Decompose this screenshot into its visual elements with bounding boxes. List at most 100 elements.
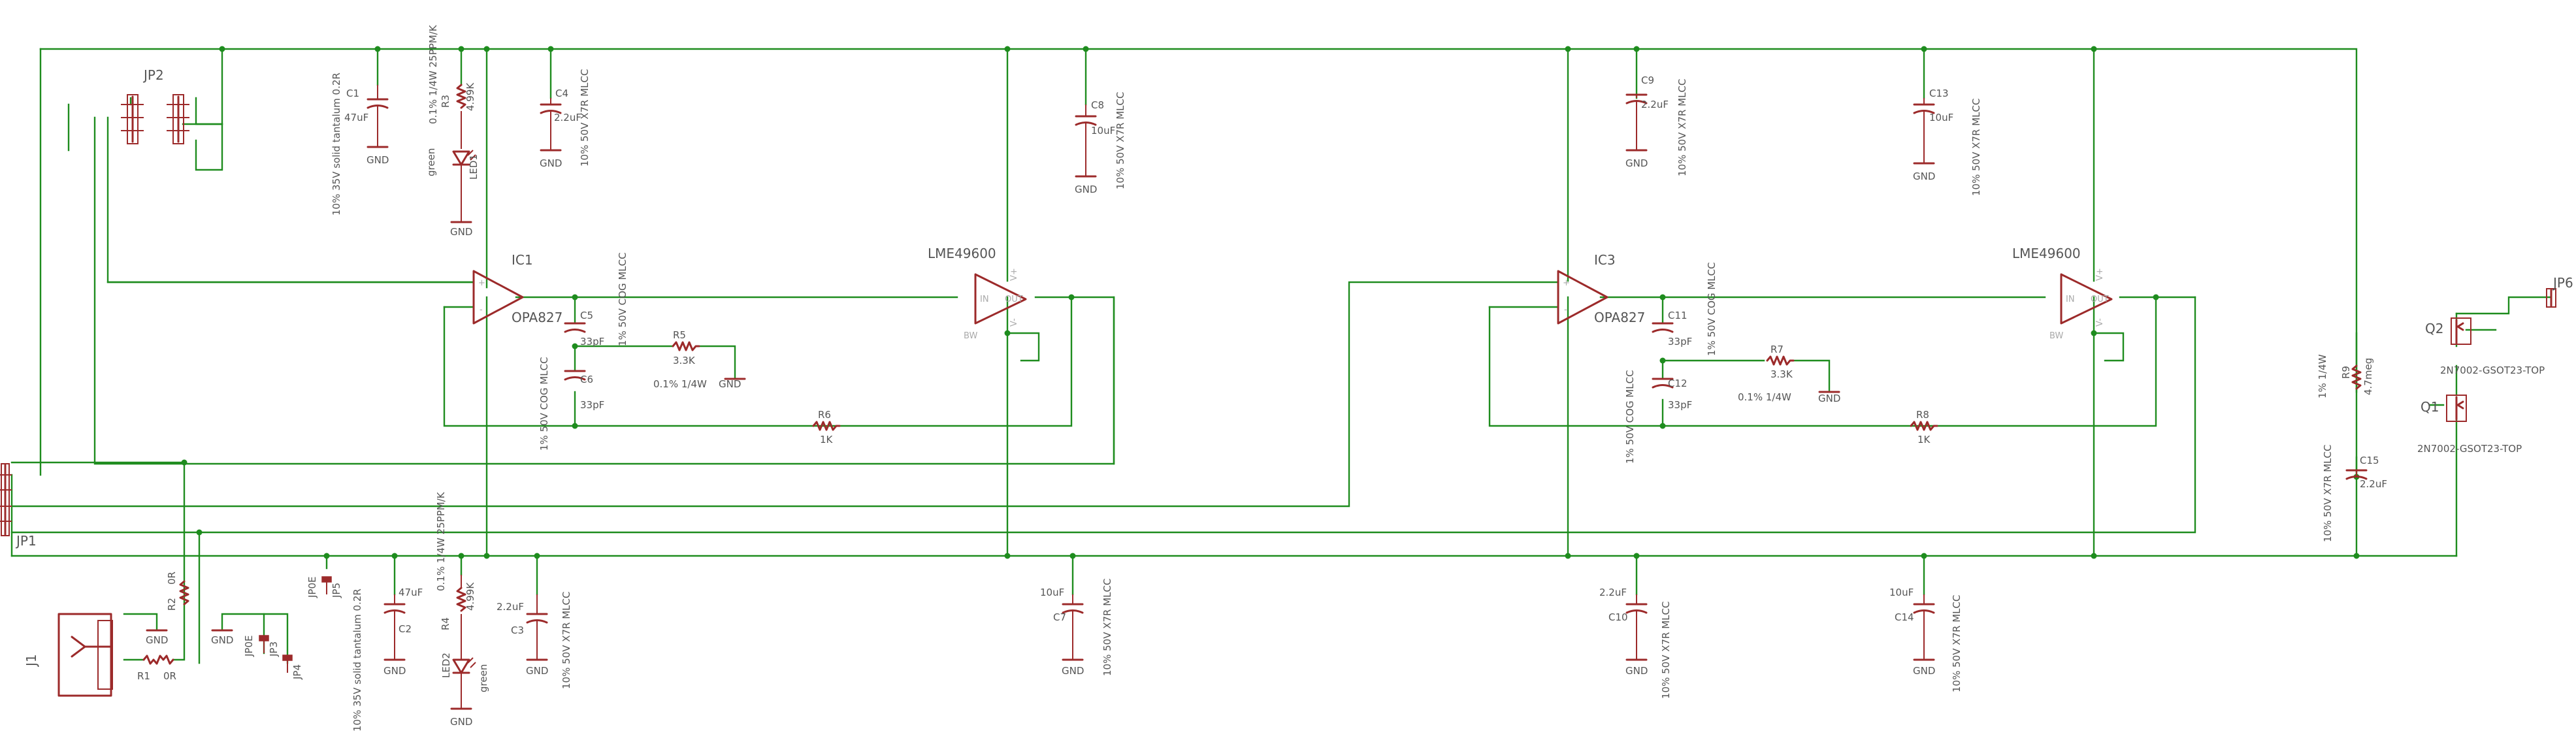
r2-value: 0R bbox=[166, 572, 178, 585]
capacitor-c3: C3 2.2uF 10% 50V X7R MLCC bbox=[497, 592, 572, 689]
ic1-minus-pin: - bbox=[480, 305, 483, 315]
buf1-out-pin: OUT bbox=[1005, 295, 1023, 304]
c13-name: C13 bbox=[1929, 88, 1949, 99]
jp3-label: JP3 bbox=[268, 641, 280, 657]
c9-name: C9 bbox=[1641, 74, 1654, 86]
q2-part: 2N7002-GSOT23-TOP bbox=[2440, 364, 2545, 376]
q1-part: 2N7002-GSOT23-TOP bbox=[2417, 443, 2522, 455]
mosfet-q1: Q1 2N7002-GSOT23-TOP bbox=[2417, 395, 2522, 455]
capacitor-c8: C8 10uF 10% 50V X7R MLCC bbox=[1075, 92, 1126, 189]
jp5-state: JP0E bbox=[306, 577, 318, 599]
gnd-led1: GND bbox=[450, 221, 472, 238]
buf1-vplus-pin: V+ bbox=[1009, 268, 1019, 281]
capacitor-c12: C12 33pF 1% 50V COG MLCC bbox=[1624, 370, 1692, 464]
gnd-r5: GND bbox=[719, 378, 746, 390]
r5-value: 3.3K bbox=[673, 355, 696, 366]
jp5-label: JP5 bbox=[331, 583, 342, 598]
jumper-jp3: JP3 JP0E bbox=[243, 635, 280, 658]
ic3-name: IC3 bbox=[1594, 252, 1616, 268]
resistor-r4: R4 4.99K 0.1% 1/4W 25PPM/K bbox=[435, 491, 476, 653]
c4-name: C4 bbox=[555, 88, 568, 99]
header-jp1: JP1 bbox=[0, 463, 37, 549]
c10-value: 2.2uF bbox=[1599, 587, 1627, 598]
gnd-label: GND bbox=[1818, 393, 1840, 404]
jack-j1: J1 bbox=[24, 613, 113, 697]
c4-value: 2.2uF bbox=[554, 112, 581, 123]
gnd-jp: GND bbox=[211, 629, 233, 646]
opamp-ic3: + - IC3 OPA827 bbox=[1557, 252, 1645, 325]
buf1-vminus-pin: V- bbox=[1009, 318, 1019, 327]
jp3-state: JP0E bbox=[243, 636, 255, 658]
jumper-jp5: JP5 JP0E bbox=[306, 576, 342, 599]
gnd-c3: GND bbox=[526, 658, 548, 677]
c11-spec: 1% 50V COG MLCC bbox=[1706, 262, 1718, 356]
ic3-part: OPA827 bbox=[1594, 310, 1645, 325]
resistor-r9: R9 4.7meg 1% 1/4W bbox=[2317, 354, 2374, 398]
ic3-plus-pin: + bbox=[1563, 278, 1570, 288]
capacitor-c2: C2 47uF 10% 35V solid tantalum 0.2R bbox=[351, 587, 423, 732]
buf2-bw-pin: BW bbox=[2049, 331, 2063, 341]
wire-layer bbox=[10, 48, 2552, 664]
gnd-c10: GND bbox=[1625, 658, 1648, 677]
r3-value: 4.99K bbox=[465, 82, 476, 111]
c14-name: C14 bbox=[1895, 611, 1914, 623]
c4-spec: 10% 50V X7R MLCC bbox=[579, 69, 591, 167]
gnd-label: GND bbox=[367, 154, 389, 166]
junction-dots bbox=[181, 46, 2360, 559]
r7-spec: 0.1% 1/4W bbox=[1738, 391, 1791, 403]
c8-name: C8 bbox=[1091, 99, 1104, 111]
gnd-label: GND bbox=[1625, 157, 1648, 169]
c2-name: C2 bbox=[399, 623, 412, 635]
capacitor-c7: C7 10uF 10% 50V X7R MLCC bbox=[1040, 579, 1113, 676]
led1-name: LED1 bbox=[468, 154, 480, 180]
gnd-label: GND bbox=[450, 716, 472, 728]
c11-value: 33pF bbox=[1668, 336, 1692, 348]
c6-name: C6 bbox=[580, 374, 593, 385]
buf2-part: LME49600 bbox=[2012, 246, 2081, 261]
gnd-label: GND bbox=[1075, 184, 1097, 195]
gnd-c9: GND bbox=[1625, 149, 1648, 169]
gnd-c4: GND bbox=[540, 149, 562, 169]
c15-value: 2.2uF bbox=[2360, 478, 2387, 490]
resistor-r1: R1 0R bbox=[137, 655, 176, 682]
c3-value: 2.2uF bbox=[497, 601, 524, 613]
resistor-r2: R2 0R bbox=[166, 572, 189, 611]
r4-value: 4.99K bbox=[465, 582, 476, 611]
c7-spec: 10% 50V X7R MLCC bbox=[1101, 579, 1113, 676]
q2-name: Q2 bbox=[2425, 321, 2443, 336]
r3-name: R3 bbox=[440, 95, 451, 108]
gnd-label: GND bbox=[526, 665, 548, 677]
gnd-label: GND bbox=[450, 226, 472, 238]
c10-spec: 10% 50V X7R MLCC bbox=[1660, 602, 1672, 699]
jp1-label: JP1 bbox=[15, 533, 37, 549]
jp6-label: JP6 bbox=[2552, 275, 2573, 291]
r5-spec: 0.1% 1/4W bbox=[653, 378, 707, 390]
gnd-r7: GND bbox=[1818, 391, 1840, 404]
ic3-minus-pin: - bbox=[1564, 305, 1567, 315]
c3-spec: 10% 50V X7R MLCC bbox=[561, 592, 572, 689]
capacitor-c10: C10 2.2uF 10% 50V X7R MLCC bbox=[1599, 587, 1672, 699]
gnd-label: GND bbox=[1913, 665, 1935, 677]
c13-value: 10uF bbox=[1929, 112, 1953, 123]
c12-value: 33pF bbox=[1668, 399, 1692, 411]
capacitor-c4: C4 2.2uF 10% 50V X7R MLCC bbox=[540, 69, 591, 167]
gnd-label: GND bbox=[719, 378, 741, 390]
c6-spec: 1% 50V COG MLCC bbox=[538, 357, 550, 451]
r8-value: 1K bbox=[1917, 434, 1931, 445]
c5-spec: 1% 50V COG MLCC bbox=[617, 252, 628, 346]
capacitor-c6: C6 33pF 1% 50V COG MLCC bbox=[538, 357, 604, 451]
mosfet-q2: Q2 2N7002-GSOT23-TOP bbox=[2425, 317, 2545, 376]
resistor-r6: R6 1K bbox=[812, 409, 841, 445]
header-jp2: JP2 bbox=[121, 67, 189, 144]
c7-name: C7 bbox=[1053, 611, 1066, 623]
led-led1: LED1 green bbox=[425, 148, 480, 222]
c1-name: C1 bbox=[346, 88, 359, 99]
buf2-vminus-pin: V- bbox=[2095, 318, 2105, 327]
gnd-label: GND bbox=[1062, 665, 1084, 677]
c14-value: 10uF bbox=[1889, 587, 1914, 598]
r1-value: 0R bbox=[163, 670, 176, 682]
c1-value: 47uF bbox=[344, 112, 368, 123]
c9-value: 2.2uF bbox=[1641, 99, 1669, 110]
gnd-label: GND bbox=[1913, 170, 1935, 182]
